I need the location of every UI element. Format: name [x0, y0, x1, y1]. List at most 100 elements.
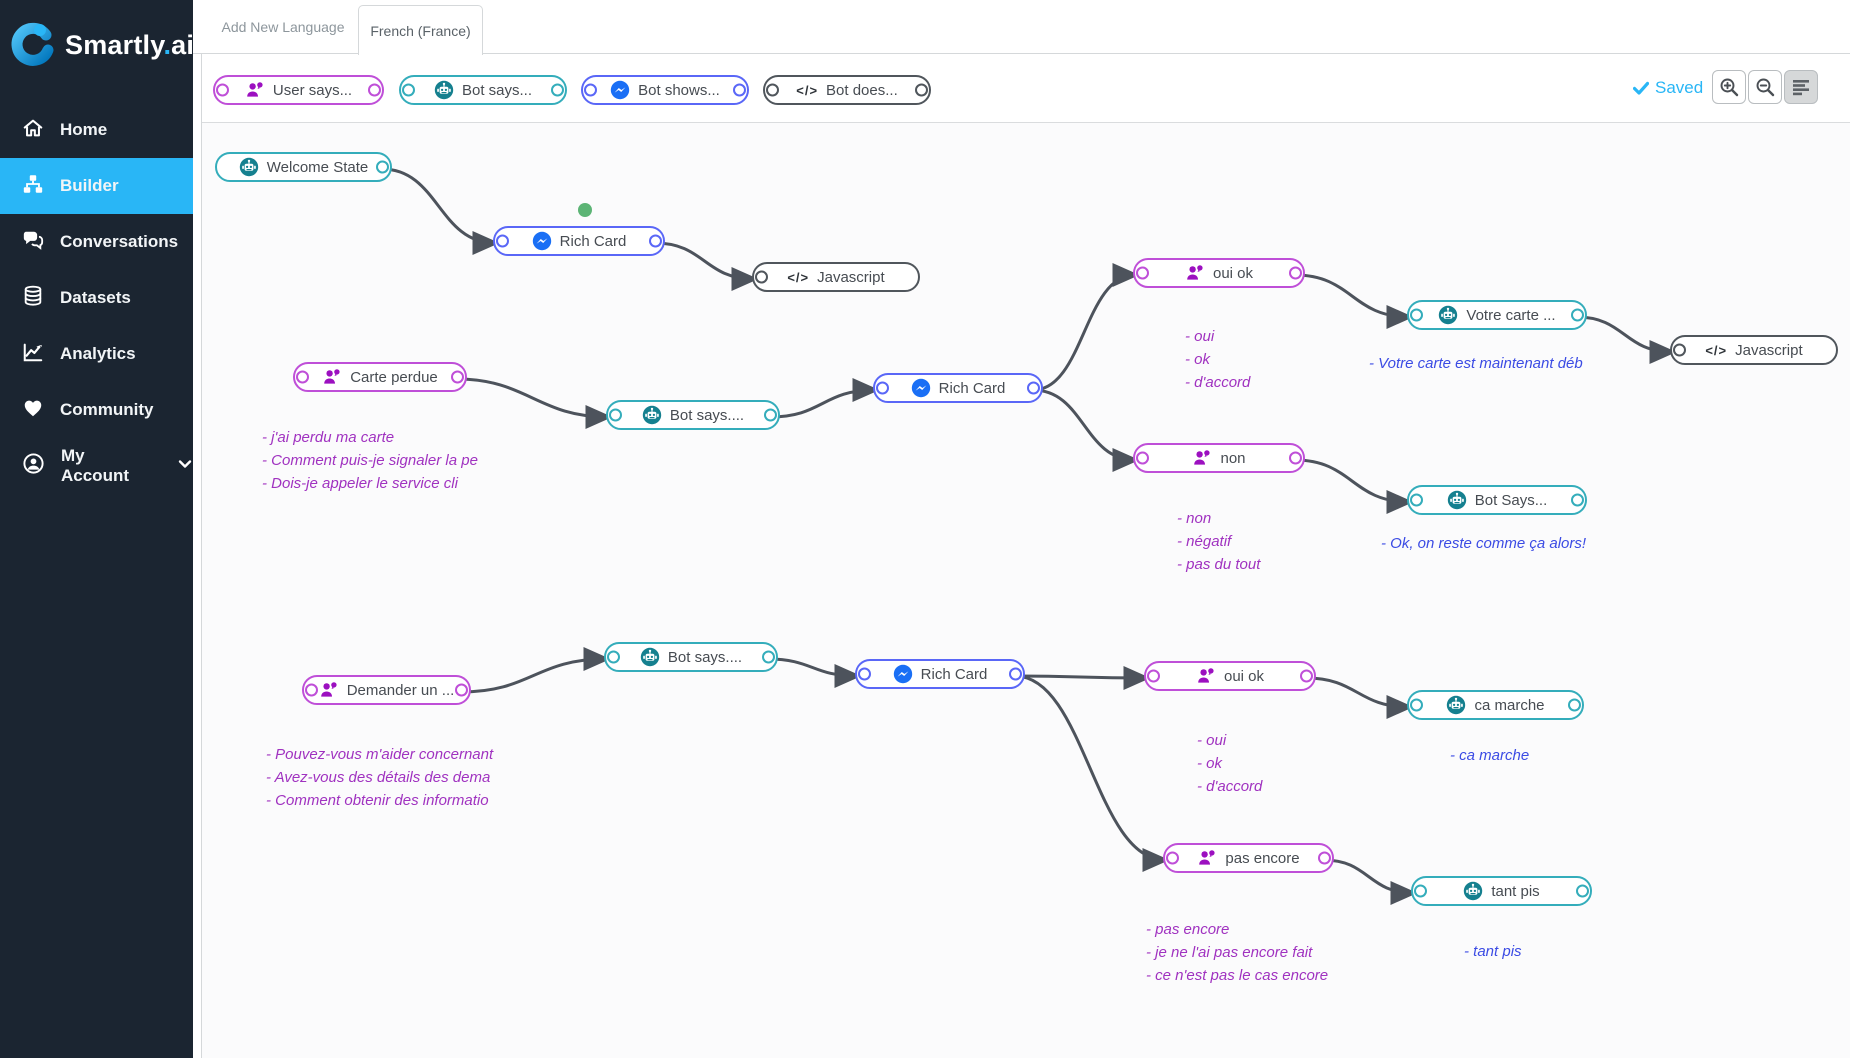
node-rich-card-2[interactable]: Rich Card: [873, 373, 1043, 403]
output-port[interactable]: [1571, 493, 1584, 507]
input-port[interactable]: [216, 83, 229, 97]
output-port[interactable]: [455, 683, 468, 697]
input-port[interactable]: [1410, 698, 1423, 712]
output-port[interactable]: [1576, 884, 1589, 898]
palette-label: Bot says...: [461, 81, 533, 99]
messenger-icon: [532, 231, 552, 251]
robot-icon: [642, 405, 662, 425]
panel-border: [201, 53, 202, 1058]
palette-bot-does[interactable]: </>Bot does...: [763, 75, 931, 105]
person-circle-icon: [22, 452, 45, 480]
input-port[interactable]: [755, 270, 768, 284]
palette-bot-shows[interactable]: Bot shows...: [581, 75, 749, 105]
palette-bot-says[interactable]: Bot says...: [399, 75, 567, 105]
node-non[interactable]: non: [1133, 443, 1305, 473]
output-port[interactable]: [1027, 381, 1040, 395]
edge-layer: [380, 167, 1677, 905]
node-label: oui ok: [1212, 264, 1254, 282]
edge-bot-says-2-to-rich-card-2: [768, 378, 880, 419]
node-carte-perdue[interactable]: Carte perdue: [293, 362, 467, 392]
node-ca-marche[interactable]: ca marche: [1407, 690, 1584, 720]
sidebar-item-analytics[interactable]: Analytics: [0, 326, 193, 382]
output-port[interactable]: [1009, 667, 1022, 681]
output-port[interactable]: [1289, 266, 1302, 280]
input-port[interactable]: [1166, 851, 1179, 865]
output-port[interactable]: [1318, 851, 1331, 865]
node-bot-says-4[interactable]: Bot says....: [604, 642, 778, 672]
node-label: Bot says....: [667, 648, 743, 666]
edge-rich-card-3-to-oui-ok-3: [1013, 665, 1151, 690]
input-port[interactable]: [1410, 493, 1423, 507]
node-oui-ok-2[interactable]: oui ok: [1133, 258, 1305, 288]
input-port[interactable]: [296, 370, 309, 384]
database-icon: [22, 285, 44, 312]
output-port[interactable]: [915, 83, 928, 97]
sidebar-item-label: Conversations: [60, 232, 179, 251]
tabbar-divider: [193, 53, 1850, 54]
edge-rich-card-2-to-non: [1031, 388, 1140, 472]
palette-user-says[interactable]: User says...: [213, 75, 384, 105]
node-oui-ok-3[interactable]: oui ok: [1144, 661, 1316, 691]
output-port[interactable]: [762, 650, 775, 664]
sidebar-item-my-account[interactable]: My Account: [0, 438, 193, 494]
edge-welcome-state-to-rich-card-1: [380, 167, 500, 255]
code-icon: </>: [787, 269, 810, 285]
heart-icon: [22, 397, 44, 424]
output-port[interactable]: [764, 408, 777, 422]
input-port[interactable]: [584, 83, 597, 97]
input-port[interactable]: [496, 234, 509, 248]
output-port[interactable]: [376, 160, 389, 174]
node-bot-says-3[interactable]: Bot Says...: [1407, 485, 1587, 515]
tab-add-new-language[interactable]: Add New Language: [221, 19, 345, 35]
output-port[interactable]: [1300, 669, 1313, 683]
output-port[interactable]: [1289, 451, 1302, 465]
messenger-icon: [893, 664, 913, 684]
node-demander-un[interactable]: Demander un ...: [302, 675, 471, 705]
zoom-in-button[interactable]: [1712, 70, 1746, 104]
input-port[interactable]: [1673, 343, 1686, 357]
input-port[interactable]: [858, 667, 871, 681]
node-votre-carte[interactable]: Votre carte ...: [1407, 300, 1587, 330]
node-pas-encore[interactable]: pas encore: [1163, 843, 1334, 873]
input-port[interactable]: [305, 683, 318, 697]
output-port[interactable]: [733, 83, 746, 97]
input-port[interactable]: [766, 83, 779, 97]
sidebar-item-builder[interactable]: Builder: [0, 158, 193, 214]
node-bot-says-2[interactable]: Bot says....: [606, 400, 780, 430]
layout-button[interactable]: [1784, 70, 1818, 104]
messenger-icon: [610, 80, 630, 100]
input-port[interactable]: [607, 650, 620, 664]
sidebar-item-home[interactable]: Home: [0, 102, 193, 158]
node-tant-pis[interactable]: tant pis: [1411, 876, 1592, 906]
zoom-out-button[interactable]: [1748, 70, 1782, 104]
annotation-non: - non - négatif - pas du tout: [1177, 510, 1261, 573]
input-port[interactable]: [1136, 451, 1149, 465]
input-port[interactable]: [876, 381, 889, 395]
node-rich-card-1[interactable]: Rich Card: [493, 226, 665, 256]
output-port[interactable]: [649, 234, 662, 248]
sidebar-item-datasets[interactable]: Datasets: [0, 270, 193, 326]
output-port[interactable]: [551, 83, 564, 97]
node-welcome-state[interactable]: Welcome State: [215, 152, 392, 182]
input-port[interactable]: [1136, 266, 1149, 280]
node-javascript-2[interactable]: </>Javascript: [1670, 335, 1838, 365]
node-rich-card-3[interactable]: Rich Card: [855, 659, 1025, 689]
output-port[interactable]: [1571, 308, 1584, 322]
node-label: Javascript: [817, 268, 885, 286]
sidebar-item-community[interactable]: Community: [0, 382, 193, 438]
input-port[interactable]: [609, 408, 622, 422]
input-port[interactable]: [1414, 884, 1427, 898]
input-port[interactable]: [1410, 308, 1423, 322]
input-port[interactable]: [402, 83, 415, 97]
sidebar-item-conversations[interactable]: Conversations: [0, 214, 193, 270]
output-port[interactable]: [451, 370, 464, 384]
zoom-in-icon: [1718, 76, 1740, 98]
output-port[interactable]: [1568, 698, 1581, 712]
app-title: Smartly.ai: [65, 29, 195, 60]
output-port[interactable]: [368, 83, 381, 97]
tab-french-france[interactable]: French (France): [358, 5, 483, 55]
input-port[interactable]: [1147, 669, 1160, 683]
node-javascript-1[interactable]: </> Javascript: [752, 262, 920, 292]
